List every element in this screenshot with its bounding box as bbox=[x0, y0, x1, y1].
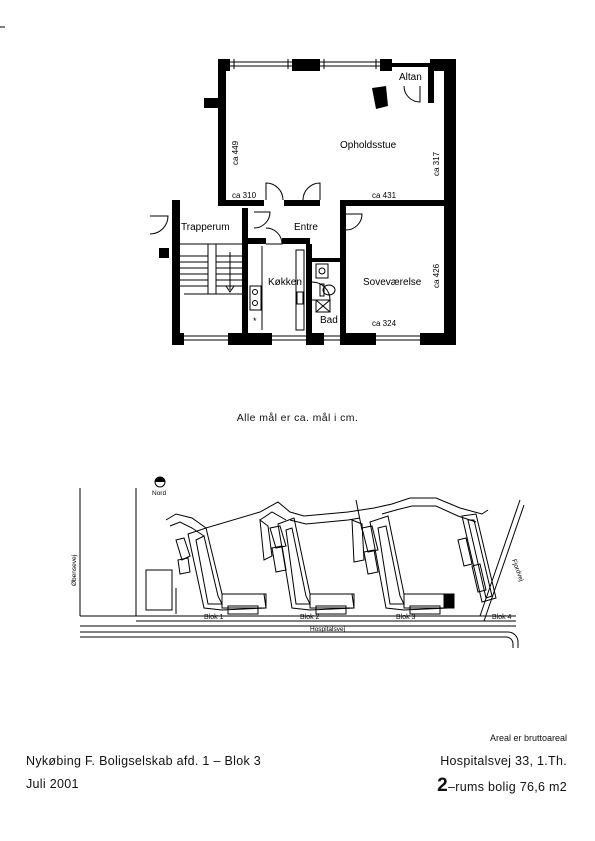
block-label-1: Blok 1 bbox=[204, 614, 224, 621]
plan-date: Juli 2001 bbox=[26, 777, 79, 791]
room-label-kokken: Køkken bbox=[268, 277, 302, 288]
stairs bbox=[180, 243, 242, 295]
north-label: Nord bbox=[152, 490, 166, 497]
room-label-bad: Bad bbox=[320, 315, 338, 326]
dim-310: ca 310 bbox=[232, 191, 257, 200]
street-label-fjordvej: Fjordvej bbox=[510, 558, 524, 582]
block-2 bbox=[269, 517, 365, 615]
blocks bbox=[175, 513, 497, 615]
dimension-labels: ca 449 ca 317 ca 310 ca 431 ca 426 ca 32… bbox=[231, 140, 441, 328]
bath-fittings bbox=[315, 263, 336, 313]
flat-room-count: 2 bbox=[437, 775, 449, 796]
room-label-sovevaerelse: Soveværelse bbox=[363, 277, 422, 288]
paths bbox=[165, 497, 489, 537]
windows bbox=[184, 59, 420, 341]
organization-title: Nykøbing F. Boligselskab afd. 1 – Blok 3 bbox=[26, 754, 262, 768]
dim-426: ca 426 bbox=[432, 263, 441, 288]
dim-324: ca 324 bbox=[372, 319, 397, 328]
room-labels: Altan Opholdsstue Trapperum Entre Køkken… bbox=[181, 72, 422, 326]
street-label-hospitalsvej: Hospitalsvej bbox=[310, 626, 345, 633]
highlighted-flat bbox=[443, 593, 455, 609]
block-label-2: Blok 2 bbox=[300, 614, 320, 621]
dim-317: ca 317 bbox=[432, 151, 441, 176]
svg-text:*: * bbox=[253, 316, 257, 326]
room-label-altan: Altan bbox=[399, 72, 422, 83]
kitchen-fittings: * bbox=[249, 246, 305, 331]
floor-plan: * Altan Opholdsstue Trapperum Entre Køkk… bbox=[149, 59, 456, 345]
measurement-caption: Alle mål er ca. mål i cm. bbox=[236, 412, 359, 424]
street-label-obensevej: Øbensevej bbox=[71, 555, 78, 586]
north-marker: Nord bbox=[152, 476, 166, 497]
flat-address: Hospitalsvej 33, 1.Th. bbox=[440, 754, 567, 768]
flat-description: 2–rums bolig 76,6 m2 bbox=[437, 775, 567, 797]
block-1 bbox=[175, 518, 273, 615]
block-label-4: Blok 4 bbox=[492, 614, 512, 621]
block-label-3: Blok 3 bbox=[396, 614, 416, 621]
room-label-entre: Entre bbox=[294, 222, 318, 233]
block-3 bbox=[361, 515, 455, 615]
walls bbox=[159, 59, 456, 345]
area-note: Areal er bruttoareal bbox=[489, 733, 567, 743]
dim-449: ca 449 bbox=[231, 140, 240, 165]
site-plan: Nord Øbensevej Hospitalsvej Fjordvej Blo… bbox=[71, 476, 525, 648]
room-label-opholdsstue: Opholdsstue bbox=[340, 140, 397, 151]
dim-431: ca 431 bbox=[372, 191, 397, 200]
block-4 bbox=[457, 513, 497, 603]
room-label-trapperum: Trapperum bbox=[181, 222, 230, 233]
flat-size-text: –rums bolig 76,6 m2 bbox=[448, 780, 567, 794]
